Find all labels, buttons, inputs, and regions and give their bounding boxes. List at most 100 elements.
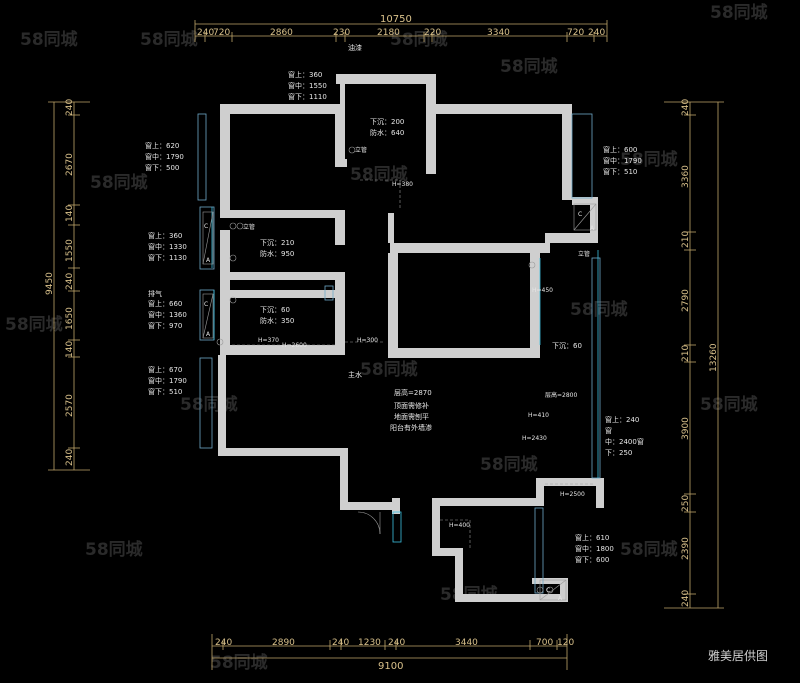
ac-label: A [206, 331, 211, 338]
dim-top-total: 10750 [380, 14, 412, 25]
dim-bottom-seg: 240 [332, 638, 349, 648]
window-note: 窗上：620 [145, 141, 179, 150]
window-note: 窗上：670 [148, 365, 182, 374]
main-water-note: 主水 [348, 370, 362, 379]
window-note: 窗下：1110 [288, 92, 327, 101]
dim-left-seg: 240 [65, 99, 75, 116]
dim-left-seg: 240 [65, 273, 75, 290]
annotation-layer: 窗上：360 窗中：1550 窗下：1110 窗上：620 窗中：1790 窗下… [145, 70, 644, 564]
hall-note: 阳台有外墙渗 [390, 423, 432, 432]
dim-left-total: 9450 [45, 272, 55, 295]
window-note: 窗上：660 [148, 299, 182, 308]
dim-left-seg: 140 [65, 341, 75, 358]
dim-bottom-total: 9100 [378, 661, 403, 672]
window-note: 窗下：500 [145, 163, 179, 172]
window-note: 窗中：1330 [148, 242, 187, 251]
dim-left-seg: 1650 [65, 307, 75, 330]
dim-top-seg: 2180 [377, 28, 400, 38]
dim-left-seg: 240 [65, 449, 75, 466]
watermark: 58同城 [620, 540, 678, 560]
height-mark: H=370 [258, 337, 279, 344]
height-mark: H=400 [449, 522, 470, 529]
watermark: 58同城 [140, 30, 198, 50]
window-note: 窗上：600 [603, 145, 637, 154]
height-mark: H=410 [528, 412, 549, 419]
watermark: 58同城 [360, 360, 418, 380]
watermark: 58同城 [390, 30, 448, 50]
hall-note: 地面需刨平 [394, 412, 429, 421]
window-note: 窗下：510 [148, 387, 182, 396]
room-note: 下沉：200 [370, 118, 404, 126]
window-note: 窗中：1550 [288, 81, 327, 90]
left-dimension-chain: 9450 240 2670 140 1550 240 1650 140 2570… [45, 99, 90, 471]
watermark: 58同城 [350, 165, 408, 185]
watermark: 58同城 [620, 150, 678, 170]
window-note: 窗中：1790 [603, 156, 642, 165]
watermark: 58同城 [90, 173, 148, 193]
dim-top-note: 油漆 [348, 43, 362, 52]
dim-bottom-seg: 240 [215, 638, 232, 648]
dim-bottom-seg: 2890 [272, 638, 295, 648]
pipe-label: 立管 [578, 250, 590, 258]
dim-left-seg: 2570 [65, 394, 75, 417]
dim-right-seg: 3360 [681, 165, 691, 188]
ac-label: C [546, 587, 550, 594]
window-note: 下：250 [605, 449, 632, 457]
window-note: 窗中：1360 [148, 310, 187, 319]
height-mark: H=380 [392, 181, 413, 188]
dim-bottom-seg: 240 [388, 638, 405, 648]
dim-right-seg: 210 [681, 345, 691, 362]
window-note: 窗下：1130 [148, 253, 187, 262]
dim-bottom-seg: 3440 [455, 638, 478, 648]
dim-top-seg: 240 [588, 28, 605, 38]
dim-bottom-seg: 1230 [358, 638, 381, 648]
ac-label: A [590, 225, 595, 232]
room-note: 防水：350 [260, 316, 294, 325]
height-mark: H=2500 [560, 491, 585, 498]
room-note: 下沉：60 [260, 306, 290, 314]
watermark: 58同城 [85, 540, 143, 560]
window-note: 窗下：600 [575, 555, 609, 564]
window-note: 窗上：360 [148, 231, 182, 240]
dim-top-seg: 220 [424, 28, 441, 38]
window-note: 窗 [605, 426, 612, 435]
watermark: 58同城 [700, 395, 758, 415]
watermark-layer: 58同城 58同城 58同城 58同城 58同城 58同城 58同城 58同城 … [5, 3, 768, 673]
watermark: 58同城 [710, 3, 768, 23]
watermark: 58同城 [480, 455, 538, 475]
dim-bottom-seg: 120 [557, 638, 574, 648]
watermark: 58同城 [180, 395, 238, 415]
dim-top-seg: 230 [333, 28, 350, 38]
room-note: 下沉：210 [260, 239, 294, 247]
dim-right-total: 13260 [709, 343, 719, 372]
window-note: 排气 [148, 289, 162, 298]
window-note: 窗中：1790 [145, 152, 184, 161]
dim-right-seg: 240 [681, 99, 691, 116]
height-mark: H=2600 [282, 342, 307, 349]
room-note: 防水：640 [370, 128, 404, 137]
dim-left-seg: 1550 [65, 239, 75, 262]
window-note: 窗上：240 [605, 415, 639, 424]
top-dimension-chain: 10750 240 720 2860 230 2180 220 3340 720… [194, 14, 608, 52]
hall-note: 顶面需修补 [394, 401, 429, 410]
height-mark: H=2430 [522, 435, 547, 442]
dim-right-seg: 210 [681, 231, 691, 248]
dim-top-seg: 2860 [270, 28, 293, 38]
window-layer: C A C A C A C A [197, 113, 601, 602]
ac-label: A [206, 257, 211, 264]
watermark: 58同城 [5, 315, 63, 335]
dim-right-seg: 2390 [681, 537, 691, 560]
height-mark: H=450 [532, 287, 553, 294]
watermark: 58同城 [210, 653, 268, 673]
dim-top-seg: 720 [213, 28, 230, 38]
dim-right-seg: 250 [681, 495, 691, 512]
dim-top-seg: 3340 [487, 28, 510, 38]
pipe-label: 立管 [243, 223, 255, 231]
ac-label: C [204, 301, 208, 308]
window-note: 窗下：510 [603, 167, 637, 176]
window-note: 窗中：1800 [575, 544, 614, 553]
dim-right-seg: 2790 [681, 289, 691, 312]
dim-right-seg: 3900 [681, 417, 691, 440]
wall-layer [218, 74, 604, 602]
window-note: 窗上：610 [575, 533, 609, 542]
